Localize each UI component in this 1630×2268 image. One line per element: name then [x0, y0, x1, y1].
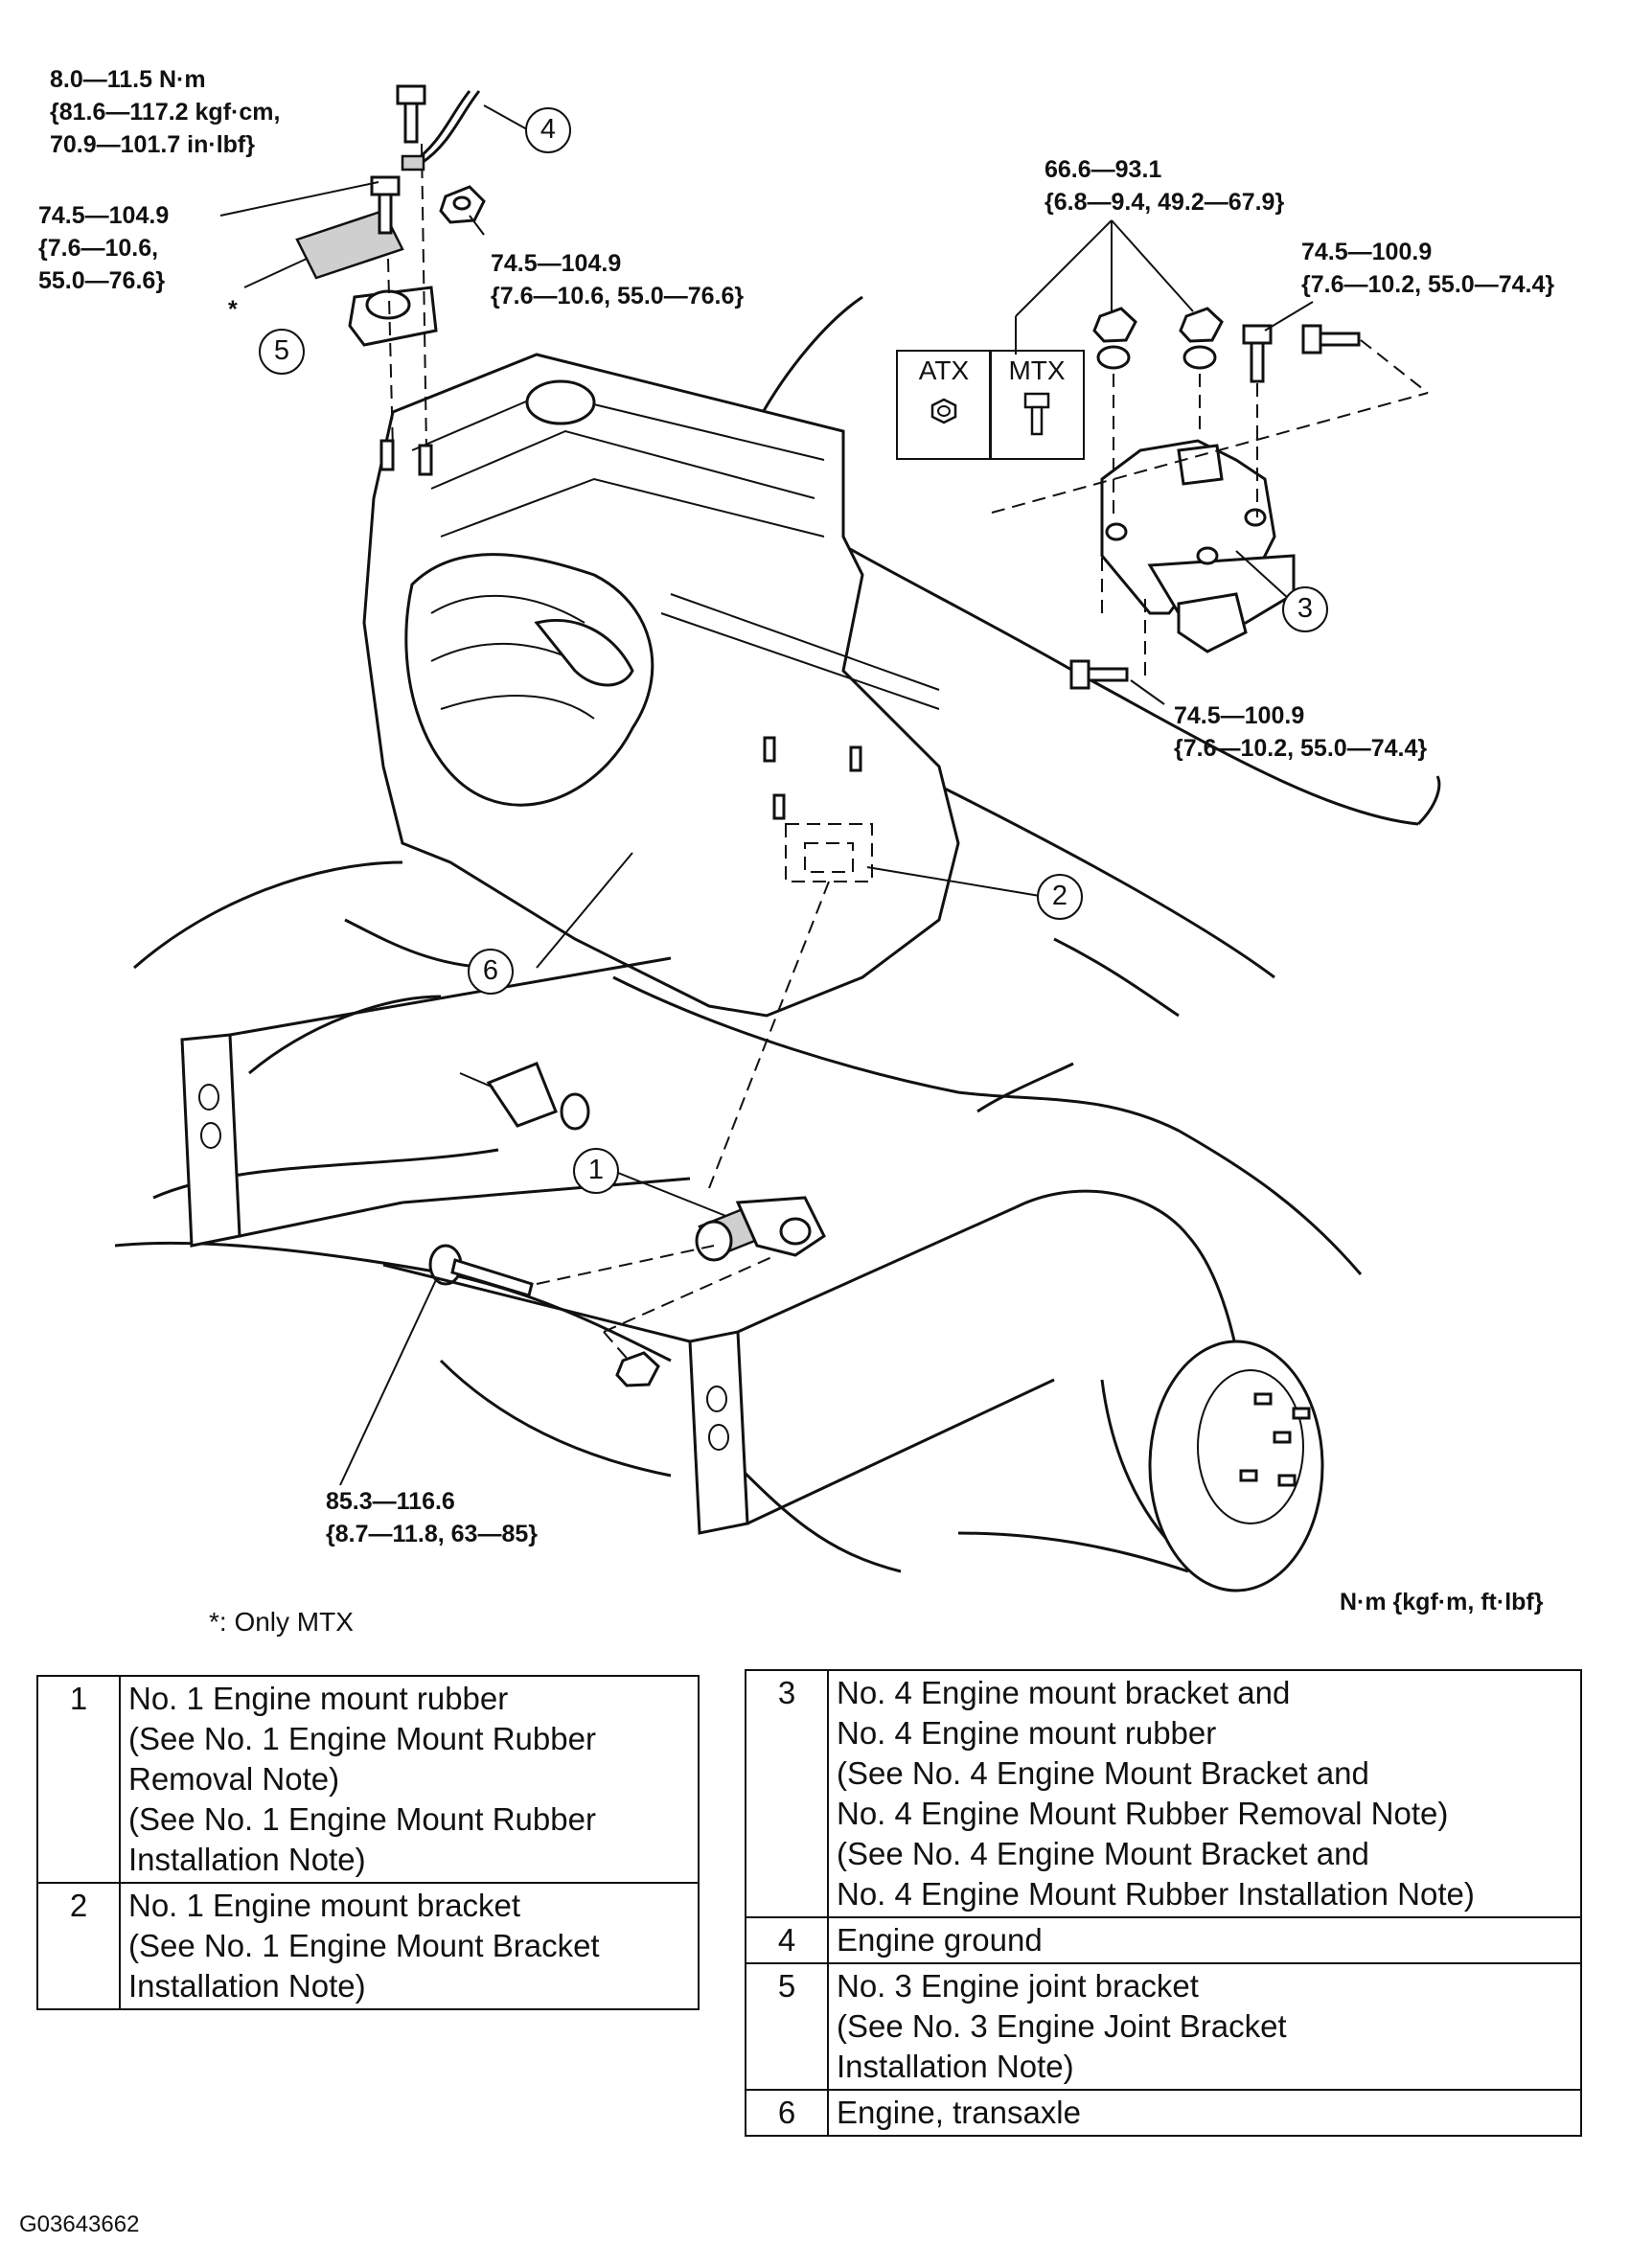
torque-kgf: {7.6—10.2, 55.0—74.4} [1301, 271, 1555, 298]
description-line: No. 4 Engine mount bracket and [837, 1675, 1291, 1710]
footnote-only-mtx: *: Only MTX [209, 1607, 354, 1637]
torque-label-joint-bracket-nut: 74.5—104.9 {7.6—10.6, 55.0—76.6} [491, 247, 744, 312]
torque-value: 85.3—116.6 [326, 1488, 455, 1515]
description-line: Installation Note) [128, 1842, 366, 1877]
bolt-icon [1023, 392, 1050, 436]
part-number: 2 [36, 1882, 121, 2010]
torque-kgf: {6.8—9.4, 49.2—67.9} [1045, 189, 1285, 216]
part-description: No. 3 Engine joint bracket (See No. 3 Eng… [827, 1962, 1582, 2091]
description-line: Installation Note) [837, 2049, 1074, 2084]
asterisk-mark: * [228, 296, 238, 323]
description-line: (See No. 3 Engine Joint Bracket [837, 2008, 1287, 2044]
part-description: Engine ground [827, 1916, 1582, 1964]
brake-disc [1148, 1340, 1324, 1592]
torque-label-mount4-nuts: 66.6—93.1 {6.8—9.4, 49.2—67.9} [1045, 153, 1284, 218]
bolt-icon [1069, 594, 1146, 690]
torque-value: 8.0—11.5 N·m [50, 66, 206, 93]
joint-bracket-5 [295, 143, 438, 476]
bolt-icon [1301, 324, 1429, 394]
description-line: Removal Note) [128, 1761, 340, 1797]
torque-value: 74.5—100.9 [1174, 702, 1305, 729]
mount4-nuts [1092, 307, 1224, 517]
engine-transaxle [362, 353, 960, 1018]
callout-6: 6 [468, 949, 514, 995]
callout-2: 2 [1037, 874, 1083, 920]
callout-1: 1 [573, 1148, 619, 1194]
callout-5: 5 [259, 329, 305, 375]
torque-value: 74.5—100.9 [1301, 239, 1433, 265]
part-number: 1 [36, 1675, 121, 1884]
crossmember [180, 956, 1055, 1535]
torque-kgf: {7.6—10.2, 55.0—74.4} [1174, 735, 1428, 762]
description-line: No. 4 Engine Mount Rubber Removal Note) [837, 1796, 1449, 1831]
torque-lbf: 55.0—76.6} [38, 267, 166, 294]
torque-units: N·m {kgf·m, ft·lbf} [1340, 1589, 1544, 1615]
description-line: No. 4 Engine Mount Rubber Installation N… [837, 1876, 1475, 1912]
callout-4: 4 [525, 107, 571, 153]
part-description: No. 1 Engine mount bracket (See No. 1 Eng… [119, 1882, 700, 2010]
atx-label: ATX [918, 355, 970, 385]
description-line: (See No. 1 Engine Mount Bracket [128, 1928, 600, 1963]
mtx-label: MTX [1008, 355, 1066, 385]
torque-kgf: {8.7—11.8, 63—85} [326, 1521, 538, 1547]
part-number: 4 [745, 1916, 829, 1964]
part-number: 6 [745, 2089, 829, 2137]
description-line: (See No. 4 Engine Mount Bracket and [837, 1836, 1369, 1871]
bolt-icon [370, 175, 401, 235]
torque-value: 74.5—104.9 [491, 250, 622, 277]
description-line: (See No. 1 Engine Mount Rubber [128, 1721, 596, 1756]
torque-value: 66.6—93.1 [1045, 156, 1162, 183]
description-line: Engine, transaxle [837, 2095, 1081, 2130]
nut-icon [439, 185, 486, 224]
description-line: No. 1 Engine mount rubber [128, 1681, 509, 1716]
figure-id: G03643662 [19, 2211, 140, 2237]
description-line: Engine ground [837, 1922, 1043, 1958]
torque-label-mount1-bolt: 85.3—116.6 {8.7—11.8, 63—85} [326, 1485, 538, 1550]
part-description: Engine, transaxle [827, 2089, 1582, 2137]
torque-value: 74.5—104.9 [38, 202, 170, 229]
torque-kgf: {7.6—10.6, [38, 235, 159, 262]
description-line: No. 1 Engine mount bracket [128, 1888, 521, 1923]
leader-lines [219, 181, 1314, 1486]
torque-label-mount4-side-bolt: 74.5—100.9 {7.6—10.2, 55.0—74.4} [1301, 236, 1554, 301]
bolt-icon [396, 84, 426, 144]
bolt-icon [1242, 324, 1273, 517]
torque-kgf: {7.6—10.6, 55.0—76.6} [491, 283, 745, 309]
description-line: No. 3 Engine joint bracket [837, 1968, 1199, 2004]
description-line: No. 4 Engine mount rubber [837, 1715, 1217, 1751]
callout-3: 3 [1282, 586, 1328, 632]
part-description: No. 1 Engine mount rubber (See No. 1 Engi… [119, 1675, 700, 1884]
torque-label-ground-bolt: 8.0—11.5 N·m {81.6—117.2 kgf·cm, 70.9—10… [50, 63, 280, 161]
atx-inset: ATX [896, 350, 992, 460]
ground-cable-4 [401, 90, 528, 172]
nut-icon [615, 1351, 660, 1387]
torque-label-mount4-lower-bolt: 74.5—100.9 {7.6—10.2, 55.0—74.4} [1174, 699, 1427, 765]
part-number: 3 [745, 1669, 829, 1918]
part-number: 5 [745, 1962, 829, 2091]
torque-lbf: 70.9—101.7 in·lbf} [50, 131, 255, 158]
mount-bracket-2 [708, 823, 1041, 1189]
mtx-inset: MTX [989, 350, 1085, 460]
description-line: (See No. 4 Engine Mount Bracket and [837, 1755, 1369, 1791]
nut-icon [930, 398, 957, 424]
drive-shaft [459, 1062, 590, 1131]
mount-bracket-4 [1100, 439, 1296, 653]
mount-rubber-1 [536, 1196, 826, 1371]
torque-kgf: {81.6—117.2 kgf·cm, [50, 99, 281, 126]
bolt-icon [428, 1244, 534, 1297]
description-line: Installation Note) [128, 1968, 366, 2004]
torque-label-joint-bracket-bolt: 74.5—104.9 {7.6—10.6, 55.0—76.6} [38, 199, 169, 297]
exploded-diagram [114, 84, 1441, 1592]
description-line: (See No. 1 Engine Mount Rubber [128, 1801, 596, 1837]
